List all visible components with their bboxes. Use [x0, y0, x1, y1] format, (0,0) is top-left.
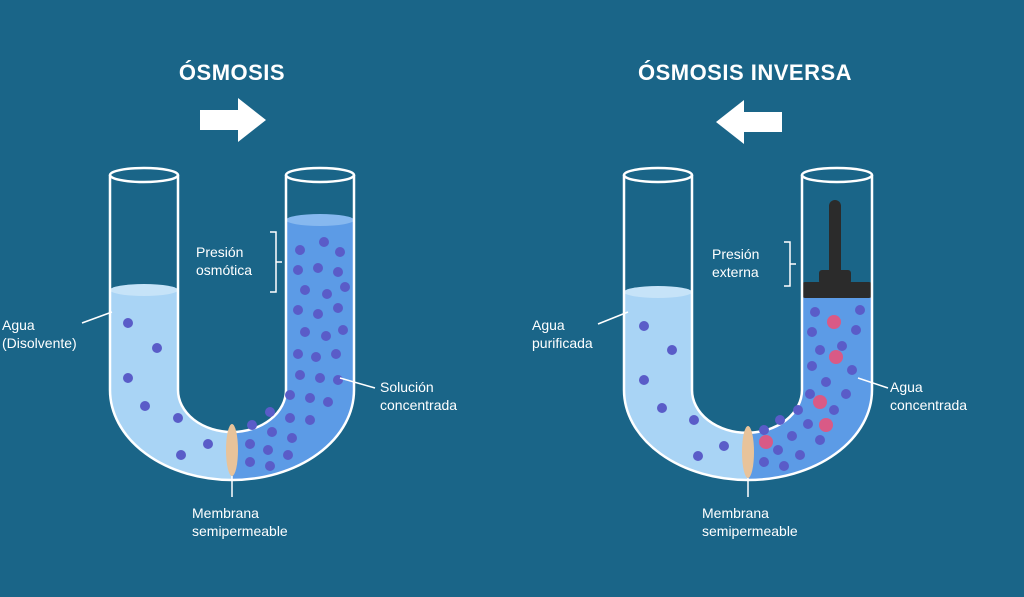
- purified-water-label: Agua purificada: [532, 316, 593, 352]
- contaminant-particles: [759, 315, 843, 449]
- osmosis-title: ÓSMOSIS: [178, 60, 286, 85]
- label-line: concentrada: [380, 397, 458, 413]
- membrane-label: Membrana semipermeable: [702, 504, 798, 540]
- label-line: semipermeable: [192, 523, 288, 539]
- right-tube-rim: [284, 166, 356, 184]
- water-pointer: [81, 311, 113, 324]
- label-line: externa: [712, 264, 759, 280]
- label-line: concentrada: [890, 397, 968, 413]
- arrow-right-icon: [200, 98, 266, 142]
- label-line: Membrana: [192, 505, 259, 521]
- label-line: Membrana: [702, 505, 769, 521]
- label-line: Agua: [2, 317, 35, 333]
- pressure-bracket: [270, 231, 282, 293]
- label-line: osmótica: [196, 262, 253, 278]
- external-pressure-label: Presión externa: [712, 245, 759, 281]
- osmotic-pressure-label: Presión osmótica: [196, 243, 252, 279]
- concentrated-water-label: Agua concentrada: [890, 378, 967, 414]
- concentrated-solution-label: Solución concentrada: [380, 378, 457, 414]
- label-line: (Disolvente): [2, 335, 77, 351]
- water-solvent-label: Agua (Disolvente): [2, 316, 77, 352]
- label-line: purificada: [532, 335, 593, 351]
- solute-particles: [245, 237, 350, 471]
- piston-plate: [802, 282, 872, 298]
- solvent-water: [110, 290, 232, 480]
- label-line: Presión: [712, 246, 760, 262]
- piston-neck: [819, 270, 851, 284]
- solution-pointer: [339, 377, 376, 389]
- label-line: Agua: [890, 379, 923, 395]
- left-tube-rim: [108, 166, 180, 184]
- concentrated-pointer: [857, 377, 889, 389]
- solvent-particles: [639, 321, 729, 461]
- solution-surface: [286, 214, 354, 226]
- right-tube-rim: [800, 166, 874, 184]
- label-line: semipermeable: [702, 523, 798, 539]
- label-line: Presión: [196, 244, 244, 260]
- solute-particles: [759, 305, 865, 471]
- left-tube-rim: [622, 166, 694, 184]
- membrane: [742, 426, 754, 478]
- arrow-left-icon: [716, 100, 782, 144]
- reverse-osmosis-u-tube: [597, 100, 889, 497]
- membrane: [226, 424, 238, 476]
- piston-rod: [829, 200, 841, 282]
- pressure-bracket: [784, 241, 796, 287]
- label-line: Agua: [532, 317, 565, 333]
- reverse-osmosis-title: ÓSMOSIS INVERSA: [637, 60, 853, 85]
- purified-surface: [624, 286, 692, 298]
- label-line: Solución: [380, 379, 434, 395]
- water-pointer: [597, 311, 629, 325]
- water-surface: [110, 284, 178, 296]
- membrane-label: Membrana semipermeable: [192, 504, 288, 540]
- osmosis-u-tube: [81, 98, 376, 497]
- purified-water: [624, 292, 748, 480]
- solvent-particles: [123, 318, 213, 460]
